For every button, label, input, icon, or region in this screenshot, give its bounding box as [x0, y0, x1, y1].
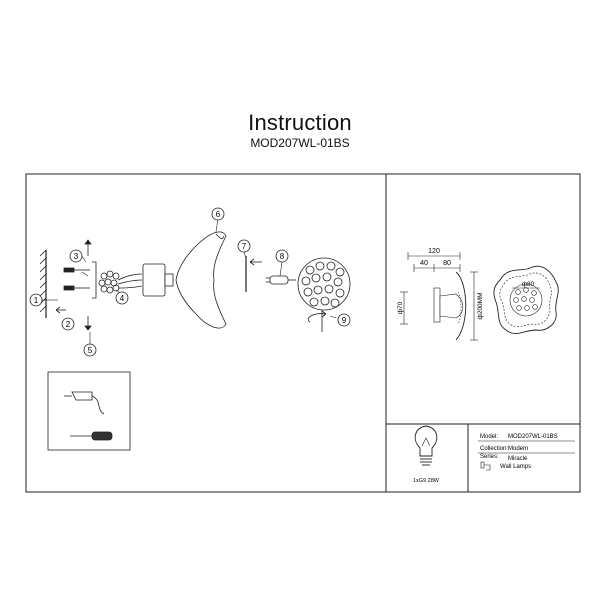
dim-seg-a: 40: [420, 260, 428, 267]
dimension-labels: 120 40 80 ф70 ф200MM ф80: [397, 248, 535, 320]
drill-icon: [64, 391, 105, 415]
step-callout-8: 8: [275, 249, 289, 263]
document-title: Instruction: [248, 110, 352, 135]
model-code: MOD207WL-01BS: [250, 136, 350, 150]
wires: [117, 273, 143, 289]
svg-text:3: 3: [74, 252, 79, 261]
info-table: Model: MOD207WL-01BS Collection: Modern …: [478, 434, 575, 471]
glass-shade-icon: [297, 257, 351, 311]
dimension-drawing: [400, 252, 559, 341]
screw-top-icon: [84, 239, 92, 256]
rotate-arrow-icon: [307, 310, 327, 332]
svg-text:5: 5: [88, 346, 93, 355]
step-callout-6: 6: [211, 207, 225, 221]
canopy: [142, 263, 166, 297]
info-label-model: Model:: [480, 434, 498, 440]
wall-plug-icon: [63, 267, 90, 291]
svg-text:9: 9: [342, 316, 347, 325]
dim-width-total: 120: [428, 248, 440, 255]
svg-text:2: 2: [66, 320, 71, 329]
step-callout-7: 7: [237, 239, 251, 253]
info-label-series: Series:: [480, 454, 499, 460]
bulb-spec-label: 1xG9 28W: [413, 478, 440, 484]
step-callout-4: 4: [115, 291, 129, 305]
shade-profile: [175, 231, 227, 329]
bulb-spec: [414, 425, 438, 466]
step-callout-1: 1: [29, 293, 43, 307]
installation-diagram: [39, 231, 351, 332]
dim-height: ф200MM: [477, 292, 484, 319]
g9-bulb-icon: [266, 275, 296, 285]
step-callout-9: 9: [337, 313, 351, 327]
info-value-collection: Modern: [508, 446, 528, 452]
step-callout-3: 3: [69, 249, 83, 263]
info-value-type: Wall Lamps: [500, 464, 531, 470]
outer-frame: [25, 173, 581, 493]
canopy-neck: [164, 273, 174, 287]
info-value-model: MOD207WL-01BS: [508, 434, 558, 440]
tools-inset: [47, 371, 131, 451]
step-callout-5: 5: [83, 343, 97, 357]
wall-hatch: [39, 249, 47, 318]
screwdriver-icon: [70, 431, 113, 441]
info-label-collection: Collection:: [480, 446, 508, 452]
lightbulb-icon: [414, 425, 438, 457]
svg-text:4: 4: [120, 294, 125, 303]
screw-bottom-icon: [84, 316, 92, 331]
dim-base: ф70: [397, 301, 404, 314]
svg-text:6: 6: [216, 210, 221, 219]
mounting-bracket: [92, 261, 97, 299]
profile-base: [433, 287, 441, 323]
dim-shade: ф80: [522, 281, 535, 288]
svg-text:8: 8: [280, 252, 285, 261]
info-value-series: Miracle: [508, 456, 528, 462]
crystal-cluster-icon: [98, 270, 120, 294]
step-callout-2: 2: [61, 317, 75, 331]
svg-text:7: 7: [242, 242, 247, 251]
svg-text:1: 1: [34, 296, 39, 305]
dim-seg-b: 80: [443, 260, 451, 267]
wall-lamp-icon: [480, 461, 491, 471]
